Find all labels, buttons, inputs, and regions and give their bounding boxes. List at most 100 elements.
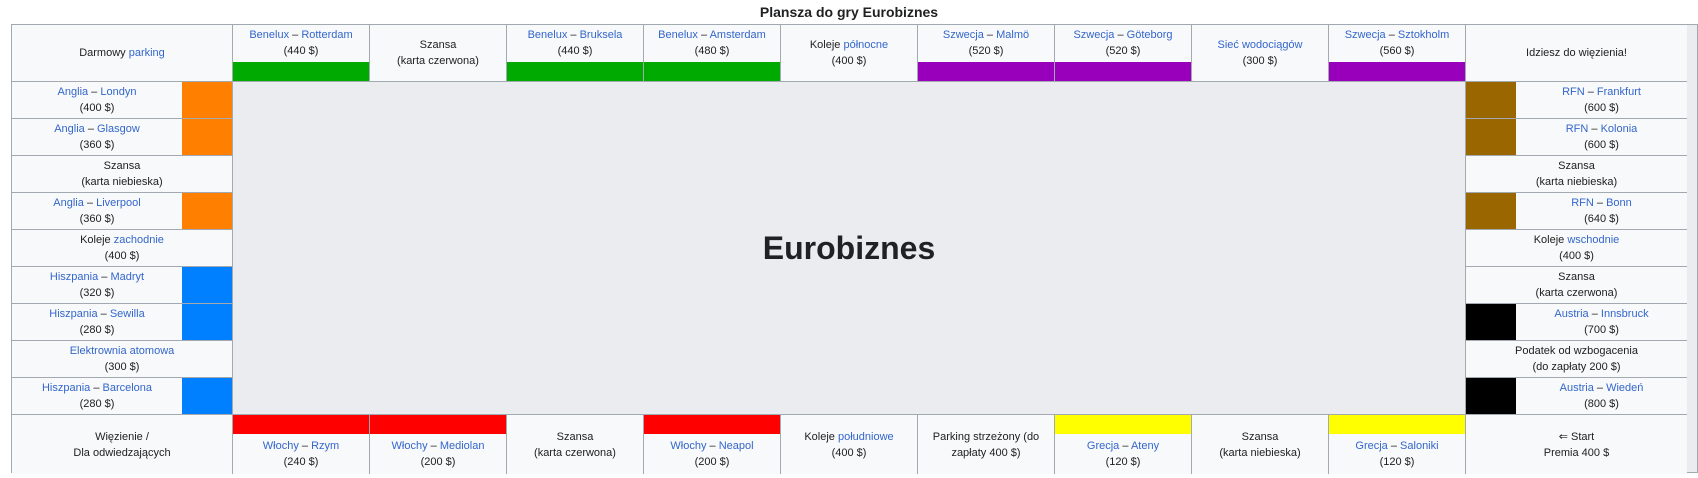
field-title: Szansa bbox=[103, 160, 141, 172]
left-field-3: Szansa (karta niebieska) bbox=[12, 156, 233, 193]
country-link[interactable]: Grecja bbox=[1355, 440, 1388, 452]
property-name: Szwecja – Sztokholm bbox=[1345, 27, 1450, 43]
bottom-field-3: Szansa(karta czerwona) bbox=[507, 415, 644, 474]
city-link[interactable]: Sztokholm bbox=[1397, 29, 1450, 41]
city-link[interactable]: Sewilla bbox=[109, 308, 145, 320]
city-link[interactable]: Neapol bbox=[718, 440, 754, 452]
city-link[interactable]: Saloniki bbox=[1400, 440, 1439, 452]
corner-info: Więzienie /Dla odwiedzających bbox=[12, 415, 232, 474]
country-link[interactable]: Grecja bbox=[1086, 440, 1120, 452]
property-price: (400 $) bbox=[79, 102, 115, 114]
property-name: Anglia – Glasgow bbox=[54, 121, 140, 137]
corner-subtitle: Dla odwiedzających bbox=[73, 446, 171, 459]
utility-link[interactable]: Sieć wodociągów bbox=[1217, 39, 1303, 51]
city-link[interactable]: Mediolan bbox=[439, 440, 485, 452]
field-info: Grecja – Saloniki(120 $) bbox=[1329, 434, 1465, 474]
board-center: Eurobiznes bbox=[233, 82, 1466, 415]
country-link[interactable]: Hiszpania bbox=[49, 271, 99, 283]
country-link[interactable]: RFN bbox=[1571, 197, 1594, 209]
dash-separator: – bbox=[84, 123, 97, 135]
city-link[interactable]: Glasgow bbox=[97, 123, 140, 135]
field-subtitle: zapłaty 400 $) bbox=[951, 446, 1021, 459]
color-bar-brown bbox=[1466, 193, 1516, 229]
country-link[interactable]: Benelux bbox=[249, 29, 290, 41]
railway-price: (400 $) bbox=[1559, 250, 1594, 262]
field-title: Szansa bbox=[1241, 430, 1279, 443]
property-price: (280 $) bbox=[79, 324, 115, 336]
city-link[interactable]: Bruksela bbox=[579, 29, 623, 41]
field-subtitle: (karta niebieska) bbox=[81, 176, 163, 188]
property-price: (520 $) bbox=[968, 45, 1004, 57]
country-link[interactable]: Szwecja bbox=[942, 29, 984, 41]
country-link[interactable]: Włochy bbox=[670, 440, 707, 452]
city-link[interactable]: Wiedeń bbox=[1606, 382, 1644, 394]
bottom-field-7: Grecja – Ateny(120 $) bbox=[1055, 415, 1192, 474]
top-field-1: Benelux – Rotterdam(440 $) bbox=[233, 25, 370, 82]
railway-link[interactable]: północne bbox=[843, 39, 889, 51]
corner-title: ⇐ Start bbox=[1558, 430, 1595, 443]
field-info: Benelux – Rotterdam(440 $) bbox=[233, 25, 369, 62]
city-link[interactable]: Barcelona bbox=[102, 382, 153, 394]
city-link[interactable]: Rotterdam bbox=[301, 29, 353, 41]
color-bar-blue bbox=[182, 304, 232, 340]
field-info: Anglia – Liverpool(360 $) bbox=[12, 193, 182, 229]
city-link[interactable]: Göteborg bbox=[1126, 29, 1173, 41]
property-price: (280 $) bbox=[79, 398, 115, 410]
city-link[interactable]: Frankfurt bbox=[1596, 86, 1641, 98]
city-link[interactable]: Innsbruck bbox=[1600, 308, 1649, 320]
city-link[interactable]: Ateny bbox=[1130, 440, 1160, 452]
railway-link[interactable]: południowe bbox=[837, 430, 894, 443]
country-link[interactable]: Anglia bbox=[57, 86, 89, 98]
property-name: Anglia – Londyn bbox=[58, 84, 137, 100]
property-name: Grecja – Saloniki bbox=[1355, 438, 1438, 454]
city-link[interactable]: Liverpool bbox=[96, 197, 141, 209]
city-link[interactable]: Londyn bbox=[100, 86, 137, 98]
city-link[interactable]: Madryt bbox=[110, 271, 145, 283]
country-link[interactable]: Szwecja bbox=[1073, 29, 1115, 41]
top-field-3: Benelux – Bruksela(440 $) bbox=[507, 25, 644, 82]
property-name: Austria – Wiedeń bbox=[1560, 380, 1644, 396]
country-link[interactable]: Hiszpania bbox=[49, 308, 98, 320]
property-price: (800 $) bbox=[1584, 398, 1619, 410]
color-bar-orange bbox=[182, 82, 232, 118]
field-info: Szansa(karta niebieska) bbox=[1192, 415, 1328, 474]
country-link[interactable]: Hiszpania bbox=[41, 382, 91, 394]
utility-link[interactable]: Elektrownia atomowa bbox=[69, 345, 175, 357]
country-link[interactable]: Austria bbox=[1559, 382, 1594, 394]
city-link[interactable]: Kolonia bbox=[1600, 123, 1638, 135]
property-price: (600 $) bbox=[1584, 102, 1619, 114]
city-link[interactable]: Rzym bbox=[311, 440, 340, 452]
railway-link[interactable]: wschodnie bbox=[1567, 234, 1620, 246]
utility-name: Elektrownia atomowa bbox=[70, 343, 175, 359]
railway-price: (400 $) bbox=[831, 55, 867, 67]
country-link[interactable]: Anglia bbox=[54, 123, 85, 135]
top-field-6: Szwecja – Malmö(520 $) bbox=[918, 25, 1055, 82]
field-info: Hiszpania – Barcelona(280 $) bbox=[12, 378, 182, 414]
property-price: (360 $) bbox=[79, 213, 115, 225]
field-info: Szansa (karta niebieska) bbox=[12, 156, 232, 192]
country-link[interactable]: Benelux bbox=[658, 29, 698, 41]
corner-link[interactable]: parking bbox=[128, 47, 165, 59]
city-link[interactable]: Amsterdam bbox=[709, 29, 766, 41]
city-link[interactable]: Malmö bbox=[996, 29, 1030, 41]
country-link[interactable]: RFN bbox=[1565, 123, 1589, 135]
country-link[interactable]: Szwecja bbox=[1344, 29, 1386, 41]
property-price: (700 $) bbox=[1584, 324, 1619, 336]
country-link[interactable]: RFN bbox=[1562, 86, 1585, 98]
country-link[interactable]: Austria bbox=[1554, 308, 1589, 320]
country-link[interactable]: Anglia bbox=[53, 197, 84, 209]
country-link[interactable]: Włochy bbox=[262, 440, 299, 452]
bottom-field-1: Włochy – Rzym(240 $) bbox=[233, 415, 370, 474]
railway-link[interactable]: zachodnie bbox=[113, 234, 164, 246]
city-link[interactable]: Bonn bbox=[1606, 197, 1632, 209]
field-subtitle: (karta czerwona) bbox=[534, 446, 616, 459]
right-field-7: Austria – Innsbruck(700 $) bbox=[1466, 304, 1687, 341]
railway-name: Koleje zachodnie bbox=[80, 232, 164, 248]
country-link[interactable]: Włochy bbox=[391, 440, 428, 452]
right-field-8: Podatek od wzbogacenia(do zapłaty 200 $) bbox=[1466, 341, 1687, 378]
country-link[interactable]: Benelux bbox=[527, 29, 568, 41]
color-bar-red bbox=[233, 415, 369, 434]
